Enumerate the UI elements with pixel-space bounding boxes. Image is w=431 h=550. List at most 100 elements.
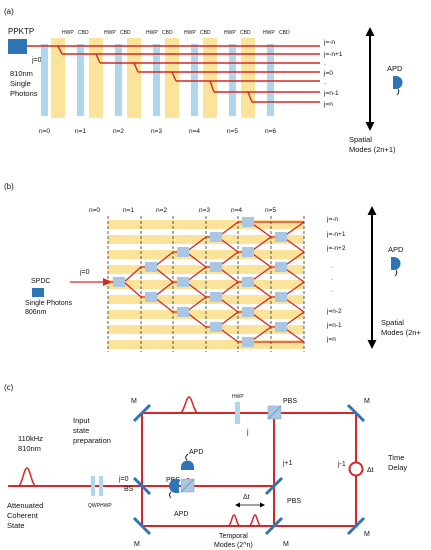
beam [133,62,139,73]
pbs-label: PBS [283,398,297,405]
waveguide-bar [108,325,304,334]
ppktp-crystal [8,39,27,54]
beam [171,71,177,82]
hwp-plate [191,44,198,116]
cbd-header: CBD [240,30,251,36]
mirrors [132,403,366,536]
mirror [132,403,152,423]
waveguide-bar [108,250,304,259]
apd-detector-icon [391,257,401,277]
beam-splitters [113,217,287,347]
hwp-header: HWP [146,30,158,36]
hwp-plates [41,44,274,116]
beam-splitter-plate [132,476,152,496]
spatial-axis-label: Spatial [381,318,404,327]
panel-b-tag: (b) [4,182,14,191]
hwp-header: HWP [224,30,236,36]
hwp-plate [41,44,48,116]
waveguide-bars [108,220,304,349]
ppktp-label: PPKTP [8,27,34,36]
step-label: n=2 [156,207,167,214]
spatial-axis-arrow [365,27,375,131]
beam-splitter [275,232,287,242]
beam-splitter [275,262,287,272]
mirror-label: M [364,531,370,538]
mirror-label: M [283,541,289,548]
beam-splitter [210,322,222,332]
input-arrow [103,278,112,286]
photon-wavelength-label: 806nm [25,309,47,316]
mode-j-plus-label: j+1 [282,460,293,467]
beam-splitter [242,307,254,317]
hwp-plate [115,44,122,116]
waveguide-bar [108,295,304,304]
panel-b: (b) [4,182,421,352]
beam-splitter [210,292,222,302]
beam-splitter [177,307,189,317]
prep-label: Input [73,416,91,425]
mode-labels: j=-n j=-n+1 . j=0 . j=n-1 j=n [323,39,343,108]
cbd-crystal [241,38,255,118]
input-mode-label: j=0 [118,476,129,483]
panel-a-beams [27,45,320,103]
panel-c: (c) QWP HWP HWP [4,383,407,549]
waveguide-bar [108,310,304,319]
qwp-plate [91,476,95,496]
temporal-pulse [227,514,241,527]
apd-label: APD [387,64,403,73]
mirror [346,403,366,423]
mode-label: . [331,275,333,282]
step-labels: n=0 n=1 n=2 n=3 n=4 n=5 n=6 [39,128,276,135]
mode-label: j=n [323,101,333,108]
input-mode-label: j=0 [79,269,90,276]
step-label: n=1 [123,207,134,214]
hwp-header: HWP [104,30,116,36]
loop-hwp-label: HWP [232,394,244,400]
beam [95,53,101,64]
mirror [264,516,284,536]
apd-label: APD [174,511,188,518]
bs-label: BS [124,486,134,493]
temporal-modes-label: Modes (2^n) [214,542,253,549]
hwp-plate [99,476,103,496]
beam-splitter [177,247,189,257]
hwp-label: HWP [100,503,112,509]
beam-splitter [210,232,222,242]
beam-splitter [145,262,157,272]
laser-wavelength-label: 810nm [18,444,41,453]
qwp-label: QWP [88,503,101,509]
cbd-crystal [89,38,103,118]
mode-label: j=n-2 [326,308,342,315]
apd-detector-icon [393,76,403,96]
beam [209,80,215,93]
cbd-crystals [51,38,255,118]
mode-label: j=0 [323,70,333,77]
beam-splitter [275,292,287,302]
mirror-label: M [364,398,370,405]
beam-splitter [145,292,157,302]
spatial-axis-label: Spatial [349,135,372,144]
spdc-crystal [32,288,44,297]
beam-splitter [242,247,254,257]
mode-j-minus-label: j-1 [337,461,346,468]
waveguide-bar [108,280,304,289]
time-delay-label: Time [388,453,404,462]
time-delay-label: Delay [388,463,407,472]
cbd-header: CBD [200,30,211,36]
beam [57,45,63,55]
hwp-header: HWP [62,30,74,36]
hwp-header: HWP [263,30,275,36]
cbd-crystal [165,38,179,118]
beam-splitter [113,277,125,287]
step-labels-b: n=0 n=1 n=2 n=3 n=4 n=5 [89,207,276,214]
step-dividers [107,216,305,352]
beam-splitter [210,262,222,272]
beam-splitter [177,277,189,287]
step-label: n=4 [231,207,242,214]
waveguide-bar [108,265,304,274]
source-label: Coherent [7,511,39,520]
mode-label: . [324,79,326,86]
step-label: n=2 [113,128,124,135]
spatial-axis-arrow-b [367,206,377,349]
time-delay-loop [348,461,364,477]
